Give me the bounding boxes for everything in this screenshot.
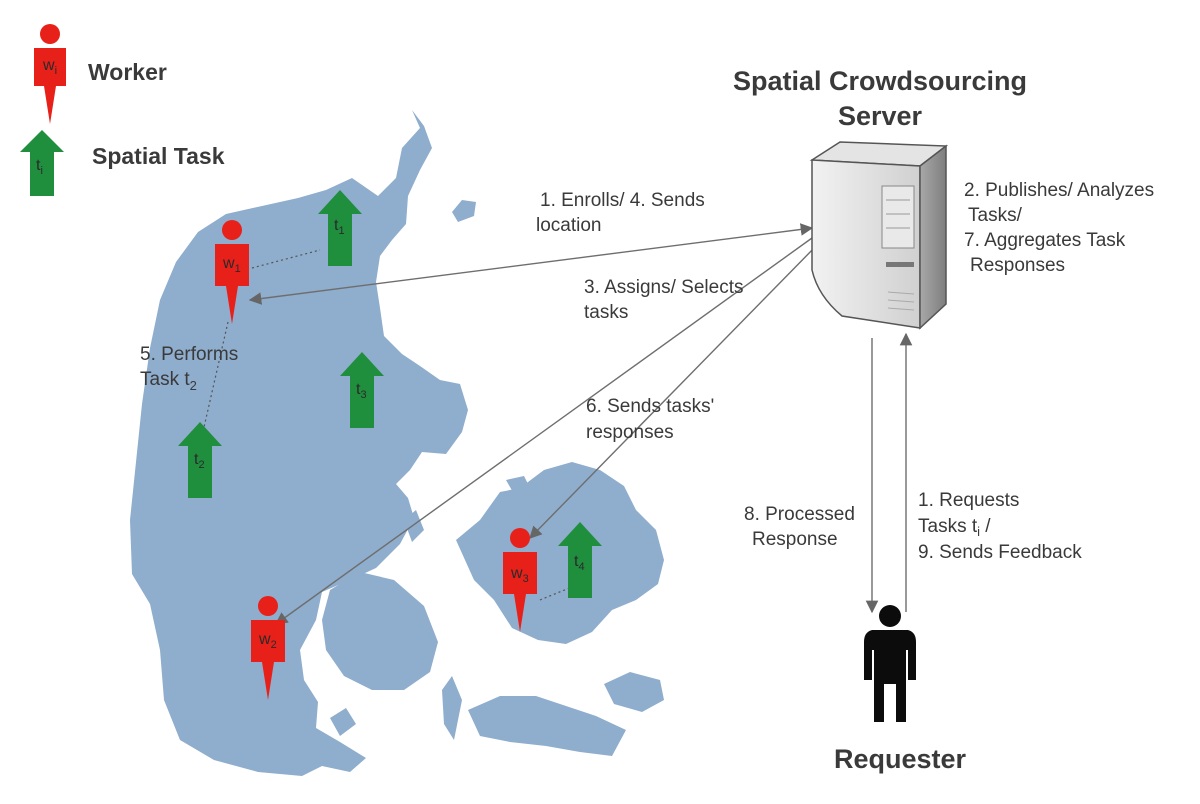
requester-person-icon <box>864 605 916 722</box>
langeland-island <box>442 676 462 740</box>
task-pin-t2: t2 <box>178 422 222 498</box>
step-processed-line1: 8. Processed <box>744 504 855 525</box>
legend-worker-label: Worker <box>88 59 167 85</box>
flow-arrows <box>248 223 913 625</box>
svg-text:wi: wi <box>42 57 57 77</box>
legend-worker: wi Worker <box>34 24 167 124</box>
legend-task: ti Spatial Task <box>20 130 225 196</box>
arrow-server-to-w1 <box>248 223 814 305</box>
step-assign-line1: 3. Assigns/ Selects <box>584 277 743 298</box>
worker-pin-w1: w1 <box>215 220 249 324</box>
step-performs-line2: Task t2 <box>140 369 197 393</box>
step-requests-line2: Tasks ti / <box>918 516 991 539</box>
step-performs-line1: 5. Performs <box>140 344 238 365</box>
server-icon <box>809 141 949 330</box>
zealand-island <box>456 462 664 644</box>
svg-text:t3: t3 <box>356 381 367 401</box>
legend-worker-icon: wi <box>34 24 66 124</box>
link-w1-t1 <box>251 249 321 269</box>
samso-island <box>404 510 424 542</box>
svg-text:w1: w1 <box>222 255 241 275</box>
arrow-server-to-w3 <box>529 243 819 539</box>
funen-island <box>322 572 438 690</box>
task-pin-t3: t3 <box>340 352 384 428</box>
step-publish-line4: Responses <box>970 255 1065 276</box>
jutland-landmass <box>130 110 468 776</box>
requester-label: Requester <box>834 744 967 774</box>
denmark-map <box>130 110 664 776</box>
legend-task-icon: ti <box>20 130 64 196</box>
lolland-island <box>468 696 626 756</box>
step-responses-line2: responses <box>586 422 674 443</box>
svg-text:t4: t4 <box>574 553 585 573</box>
worker-pin-w3: w3 <box>503 528 537 632</box>
svg-text:t1: t1 <box>334 217 345 237</box>
svg-text:w2: w2 <box>258 631 277 651</box>
step-assign-line2: tasks <box>584 302 628 323</box>
step-enroll-line1: 1. Enrolls/ 4. Sends <box>540 190 705 211</box>
server-title-line2: Server <box>838 101 923 131</box>
svg-text:ti: ti <box>36 157 43 177</box>
step-responses-line1: 6. Sends tasks' <box>586 396 714 417</box>
dotted-links <box>201 249 585 601</box>
step-publish-line1: 2. Publishes/ Analyzes <box>964 180 1154 201</box>
task-pin-t4: t4 <box>558 522 602 598</box>
svg-text:w3: w3 <box>510 565 529 585</box>
step-processed-line2: Response <box>752 529 838 550</box>
svg-text:t2: t2 <box>194 451 205 471</box>
worker-pin-w2: w2 <box>251 596 285 700</box>
arrow-server-to-w2 <box>274 237 813 625</box>
step-publish-line3: 7. Aggregates Task <box>964 230 1126 251</box>
mon-island <box>604 672 664 712</box>
step-requests-line3: 9. Sends Feedback <box>918 542 1082 563</box>
step-enroll-line2: location <box>536 215 602 236</box>
step-requests-line1: 1. Requests <box>918 490 1019 511</box>
legend-task-label: Spatial Task <box>92 143 225 169</box>
laeso-island <box>452 200 476 222</box>
step-publish-line2: Tasks/ <box>968 205 1023 226</box>
task-pin-t1: t1 <box>318 190 362 266</box>
als-island <box>330 708 356 736</box>
server-title-line1: Spatial Crowdsourcing <box>733 66 1027 96</box>
anholt-island <box>506 476 530 494</box>
